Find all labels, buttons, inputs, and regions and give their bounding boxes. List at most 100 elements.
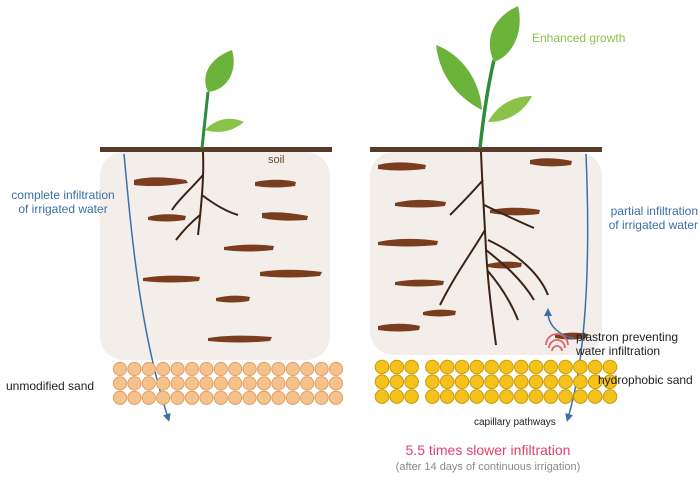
sand-grain (454, 389, 470, 404)
sand-grain (300, 390, 315, 405)
plastron-arrow (544, 308, 575, 339)
sand-grain (285, 361, 300, 377)
sand-grain (256, 390, 272, 405)
left-sand-layer (112, 361, 344, 405)
sand-grain (439, 389, 455, 404)
left-plant (171, 50, 244, 241)
sand-grain (228, 361, 243, 377)
soil-chunk (260, 269, 322, 278)
soil-chunk (143, 275, 200, 283)
plastron-label: plastron preventing water infiltration (576, 330, 679, 359)
sand-grain (454, 374, 470, 390)
left-stem (200, 91, 210, 149)
sand-grain (404, 389, 419, 404)
sand-grain (170, 361, 185, 377)
soil-chunk (224, 244, 274, 252)
sand-grain (127, 361, 142, 377)
sand-grain (314, 361, 329, 377)
sand-grain (587, 389, 603, 404)
sand-grain (425, 359, 440, 375)
sand-grain (228, 390, 243, 405)
plastron-label-line2: water infiltration (576, 343, 661, 358)
sand-grain (199, 376, 214, 391)
sand-grain (170, 376, 185, 391)
infiltration-result-headline: 5.5 times slower infiltration (405, 442, 571, 458)
sand-grain (256, 361, 272, 377)
sand-grain (602, 389, 618, 404)
soil-chunk (255, 179, 296, 188)
sand-grain (156, 390, 171, 405)
sand-grain (127, 390, 142, 405)
plastron-label-line1: plastron preventing (576, 330, 679, 344)
sand-grain (499, 389, 514, 404)
sand-grain (271, 376, 286, 391)
sand-grain (425, 374, 440, 390)
soil-chunk (395, 279, 444, 287)
sand-grain (228, 376, 243, 391)
sand-grain (439, 359, 455, 375)
sand-grain (242, 376, 257, 391)
sand-grain (573, 374, 588, 390)
enhanced-growth-label: Enhanced growth (532, 31, 626, 45)
sand-grain (256, 376, 272, 391)
sand-grain (513, 374, 529, 390)
soil-label: soil (268, 154, 285, 166)
sand-grain (242, 361, 257, 377)
sand-grain (513, 359, 529, 375)
sand-grain (184, 390, 200, 405)
sand-grain (213, 390, 228, 405)
right-top-leaf (489, 6, 520, 62)
left-water-label: complete infiltration of irrigated water (2, 188, 124, 217)
left-panel (100, 50, 344, 422)
sand-grain (213, 376, 228, 391)
left-side-leaf (205, 118, 244, 132)
sand-grain (602, 359, 618, 375)
sand-grain (573, 389, 588, 404)
sand-grain (587, 374, 603, 390)
soil-chunk (134, 177, 188, 187)
sand-grain (156, 376, 171, 391)
sand-grain (170, 390, 185, 405)
left-soil-chunks (134, 177, 322, 343)
sand-grain (543, 359, 559, 375)
right-sand-layer (374, 359, 618, 404)
soil-chunk (423, 309, 456, 317)
unmodified-sand-label: unmodified sand (6, 379, 95, 393)
right-plant (436, 6, 549, 346)
capillary-pathways-label: capillary pathways (474, 417, 556, 428)
sand-grain (271, 390, 286, 405)
sand-grain (300, 361, 315, 377)
sand-grain (112, 361, 128, 377)
right-water-label: partial infiltration of irrigated water (592, 204, 698, 233)
sand-grain (199, 361, 214, 377)
soil-chunk (530, 158, 572, 167)
sand-grain (389, 389, 405, 404)
sand-grain (528, 374, 544, 390)
left-soil-box (100, 152, 330, 360)
sand-grain (587, 359, 603, 375)
sand-grain (469, 374, 485, 390)
soil-chunk (148, 214, 186, 222)
sand-grain (374, 359, 390, 375)
right-water-label-line2: of irrigated water (608, 217, 698, 232)
soil-chunk (378, 238, 438, 247)
soil-chunk (395, 199, 446, 208)
sand-grain (314, 376, 329, 391)
sand-grain (484, 389, 499, 404)
left-root (171, 151, 239, 241)
sand-grain (300, 376, 315, 391)
sand-grain (141, 376, 156, 391)
sand-grain (389, 359, 405, 375)
left-top-leaf (205, 50, 234, 92)
soil-chunk (208, 335, 272, 343)
infiltration-result-subline: (after 14 days of continuous irrigation) (395, 461, 581, 473)
sand-grain (573, 359, 588, 375)
soil-chunk (378, 162, 426, 171)
sand-grain (425, 389, 440, 404)
right-soil-surface (370, 147, 602, 152)
sand-grain (484, 374, 499, 390)
hydrophobic-sand-label: hydrophobic sand (598, 373, 693, 387)
right-root (439, 151, 549, 346)
sand-grain (528, 389, 544, 404)
